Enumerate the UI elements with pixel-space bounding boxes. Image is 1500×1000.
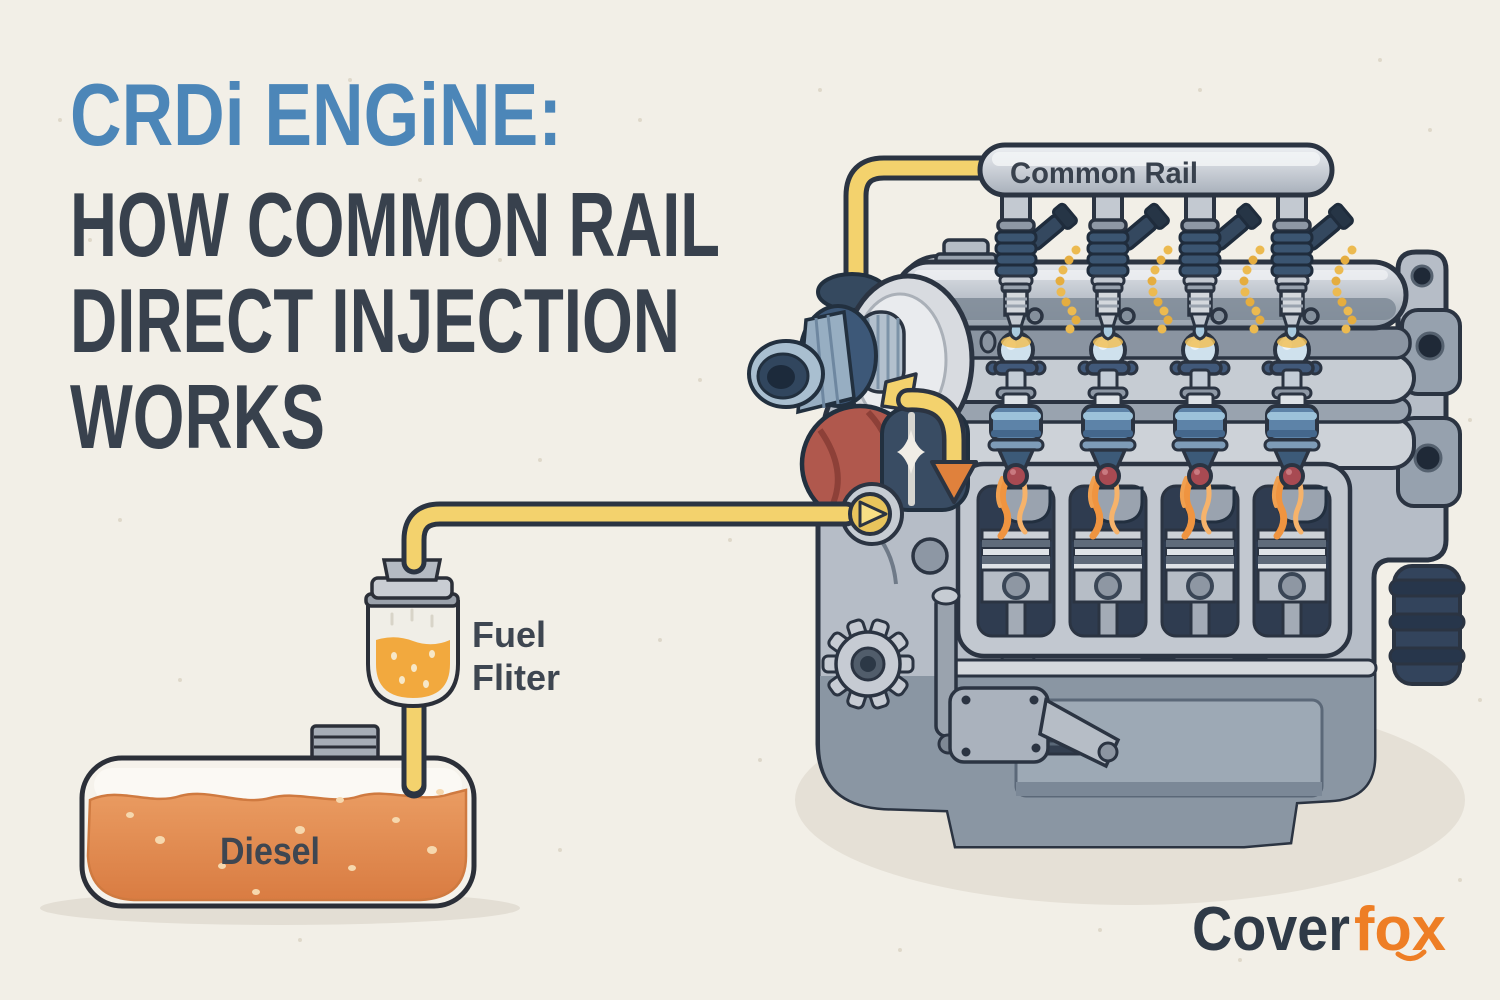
fuel-filter-label-line2: Fliter <box>472 657 560 698</box>
block-seam <box>934 658 1378 678</box>
filter-drips <box>390 608 434 628</box>
common-rail-label: Common Rail <box>1010 157 1198 190</box>
filter-bubbles <box>391 650 435 688</box>
piston-1 <box>978 472 1054 636</box>
diesel-label: Diesel <box>220 831 320 873</box>
high-pressure-fuel-line <box>843 155 999 323</box>
title-line-3: DIRECT INJECTION <box>70 271 680 372</box>
coverfox-logo: Cover fox <box>1192 895 1447 964</box>
engine-right-mounts <box>1388 308 1466 686</box>
title-line-1: CRDi ENGiNE: <box>70 65 562 164</box>
engine-assembly: Common Rail <box>401 142 1466 849</box>
fuel-filter: Fuel Fliter <box>364 558 560 709</box>
timing-gear <box>821 618 915 710</box>
piston-3 <box>1162 472 1238 636</box>
tank-diesel-fuel <box>86 788 468 902</box>
pushrod-linkage <box>931 586 1121 769</box>
fox-tail-swirl <box>1395 949 1427 961</box>
common-rail: Common Rail <box>977 142 1335 198</box>
fuel-speckles <box>126 789 444 895</box>
inlet-flow-arrow <box>858 500 888 528</box>
low-pressure-fuel-line <box>401 492 892 575</box>
piston-2 <box>1070 472 1146 636</box>
logo-text-cover: Cover <box>1192 895 1350 964</box>
title-line-2: HOW COMMON RAIL <box>70 175 720 276</box>
cylinder-cutaway-frame <box>955 461 1353 659</box>
piston-4 <box>1254 472 1330 636</box>
fuel-tank: Diesel <box>79 724 477 909</box>
title-line-4: WORKS <box>70 367 325 468</box>
flow-arrowhead <box>930 460 978 504</box>
cylinder-head-bands <box>902 326 1416 470</box>
tank-filler-cap <box>310 724 380 762</box>
fuel-filter-label-line1: Fuel <box>472 614 546 655</box>
pump-outlet-arrow <box>880 372 978 504</box>
title-block: CRDi ENGiNE: HOW COMMON RAIL DIRECT INJE… <box>70 65 720 468</box>
logo-text-fox: fox <box>1354 895 1447 964</box>
